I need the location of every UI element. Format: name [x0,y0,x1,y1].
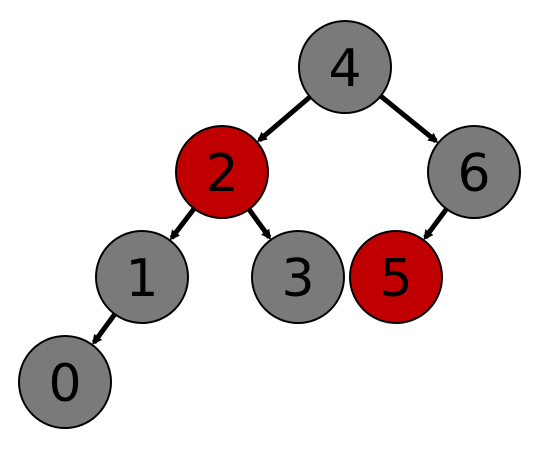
node-label: 0 [48,354,81,414]
tree-node-2: 2 [175,125,269,219]
node-circle-black [298,20,392,114]
tree-node-1: 1 [95,230,189,324]
edges-layer [91,94,449,345]
nodes-layer: 4 2 6 1 3 5 0 [18,20,521,429]
edge-2-to-1 [169,207,197,241]
tree-node-3: 3 [251,230,345,324]
node-circle-red [349,230,443,324]
edge-4-to-2 [256,94,312,143]
node-circle-black [427,125,521,219]
node-label: 2 [205,144,238,204]
node-label: 4 [328,39,361,99]
node-label: 6 [457,144,490,204]
node-circle-red [175,125,269,219]
node-label: 1 [125,249,158,309]
tree-node-6: 6 [427,125,521,219]
node-circle-black [95,230,189,324]
edge-6-to-5 [423,207,449,241]
node-label: 3 [281,249,314,309]
edge-4-to-6 [379,94,439,144]
node-circle-black [251,230,345,324]
tree-node-0: 0 [18,335,112,429]
tree-node-5: 5 [349,230,443,324]
node-circle-black [18,335,112,429]
tree-node-4: 4 [298,20,392,114]
edge-1-to-0 [91,312,117,345]
edge-2-to-3 [246,207,272,240]
node-label: 5 [379,249,412,309]
